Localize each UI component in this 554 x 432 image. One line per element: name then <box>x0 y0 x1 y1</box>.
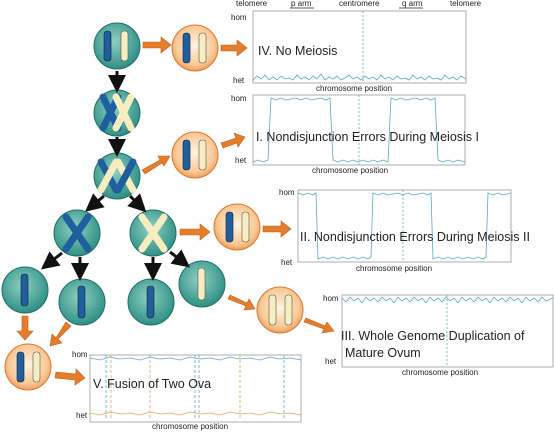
panel-ii-frame <box>297 189 512 263</box>
panel-iv-title: IV. No Meiosis <box>258 44 338 58</box>
panel-ii-hom: hom <box>279 188 295 197</box>
header-p-arm: p arm <box>291 0 312 8</box>
panel-iii-title-line1: III. Whole Genome Duplication of <box>341 329 525 343</box>
cell-result-fusion <box>4 343 52 391</box>
header-centromere: centromere <box>339 0 380 8</box>
panel-ii-xlabel: chromosome position <box>356 264 433 273</box>
panel-iv-hom: hom <box>231 13 247 22</box>
panel-iv-frame <box>252 7 467 84</box>
arrow-to-panel-ii <box>262 220 292 238</box>
cell-result-meiosis2 <box>213 203 261 251</box>
arrow-down-to-fusion <box>16 315 34 341</box>
trace-iii <box>341 296 554 304</box>
orange-arrows <box>16 36 335 386</box>
panel-i-frame <box>252 94 466 166</box>
panel-v-hom: hom <box>72 350 88 359</box>
trace-iv <box>252 73 467 81</box>
arrow-to-panel-v <box>54 368 86 386</box>
panel-v-het: het <box>76 411 88 420</box>
cell-meiosis1-left <box>53 209 101 257</box>
arrow-to-panel-iii <box>303 317 335 334</box>
panel-iii-title-line2: Mature Ovum <box>345 346 421 360</box>
panel-v-title: V. Fusion of Two Ova <box>93 377 212 391</box>
arrow-diag-to-fusion <box>49 321 72 347</box>
arrow-to-no-meiosis <box>142 36 172 54</box>
header-telomere-right: telomere <box>450 0 482 8</box>
cell-result-whole-genome <box>256 286 304 334</box>
panel-ii-title: II. Nondisjunction Errors During Meiosis… <box>300 230 530 244</box>
cell-crossover <box>93 152 141 200</box>
cell-result-no-meiosis <box>171 24 219 72</box>
cell-meiosis1-right <box>129 209 177 257</box>
cell-meiosis2-c <box>127 278 175 326</box>
trace-i <box>252 97 466 163</box>
panel-i-xlabel: chromosome position <box>312 166 389 175</box>
panel-iii-het: het <box>325 357 337 366</box>
cell-result-meiosis1 <box>171 131 219 179</box>
panel-iii-frame <box>341 294 554 368</box>
panel-v-xlabel: chromosome position <box>152 422 229 431</box>
panel-i-title: I. Nondisjunction Errors During Meiosis … <box>256 130 479 144</box>
panel-iv-het: het <box>233 76 245 85</box>
cell-replicated <box>93 89 141 137</box>
cell-meiosis2-b <box>58 278 106 326</box>
panel-iv-xlabel: chromosome position <box>316 84 393 93</box>
panel-iii-hom: hom <box>323 294 339 303</box>
panel-ii-het: het <box>281 258 293 267</box>
cell-meiosis2-d <box>178 260 226 308</box>
cell-meiosis2-a <box>1 266 49 314</box>
panel-v-frame <box>89 354 302 423</box>
arrow-to-panel-iv <box>220 39 248 57</box>
trace-ii <box>297 192 512 260</box>
panel-i-het: het <box>235 156 247 165</box>
header-q-arm: q arm <box>402 0 423 8</box>
header-telomere-left: telomere <box>236 0 268 8</box>
arrow-to-meiosis1-cell <box>141 155 171 175</box>
arrow-to-whole-genome-cell <box>227 294 256 311</box>
cell-start <box>93 22 141 70</box>
panel-i-hom: hom <box>231 94 247 103</box>
panel-iii-xlabel: chromosome position <box>402 368 479 377</box>
arrow-to-meiosis2-cell <box>179 223 211 241</box>
black-arrows <box>40 71 191 281</box>
arrow-to-panel-i <box>220 132 246 149</box>
